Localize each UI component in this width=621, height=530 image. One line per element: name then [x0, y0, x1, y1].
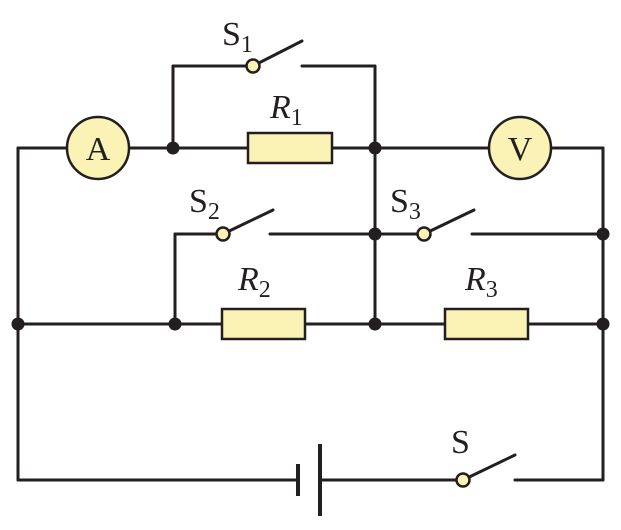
- junction-dot: [368, 141, 382, 155]
- switch-s1-label: S1: [222, 16, 253, 58]
- switch-s-label: S: [451, 424, 470, 461]
- switch-s2: S2: [189, 183, 275, 242]
- switch-s: S: [451, 424, 517, 488]
- junction-dot: [596, 317, 610, 331]
- switch-s1: S1: [222, 16, 304, 74]
- junction-dot: [368, 227, 382, 241]
- switch-s3: S3: [390, 183, 476, 242]
- switch-s3-label: S3: [390, 183, 421, 225]
- voltmeter-symbol: V: [508, 131, 533, 168]
- ammeter: A: [65, 115, 131, 181]
- resistor-r1: R1: [246, 89, 334, 165]
- wires: [16, 64, 605, 482]
- resistor-r2-label: R2: [237, 261, 271, 303]
- junction-dot: [368, 317, 382, 331]
- junction-dot: [596, 227, 610, 241]
- junction-dot: [168, 317, 182, 331]
- resistor-r3-label: R3: [464, 261, 498, 303]
- ammeter-symbol: A: [86, 131, 111, 168]
- resistor-r1-label: R1: [269, 89, 303, 131]
- resistor-r3: R3: [443, 261, 530, 341]
- junction-dot: [11, 317, 25, 331]
- junctions: [11, 141, 610, 331]
- resistor-r2: R2: [220, 261, 307, 341]
- voltmeter: V: [487, 115, 553, 181]
- switch-s2-label: S2: [189, 183, 220, 225]
- junction-dot: [166, 141, 180, 155]
- battery: [296, 444, 322, 516]
